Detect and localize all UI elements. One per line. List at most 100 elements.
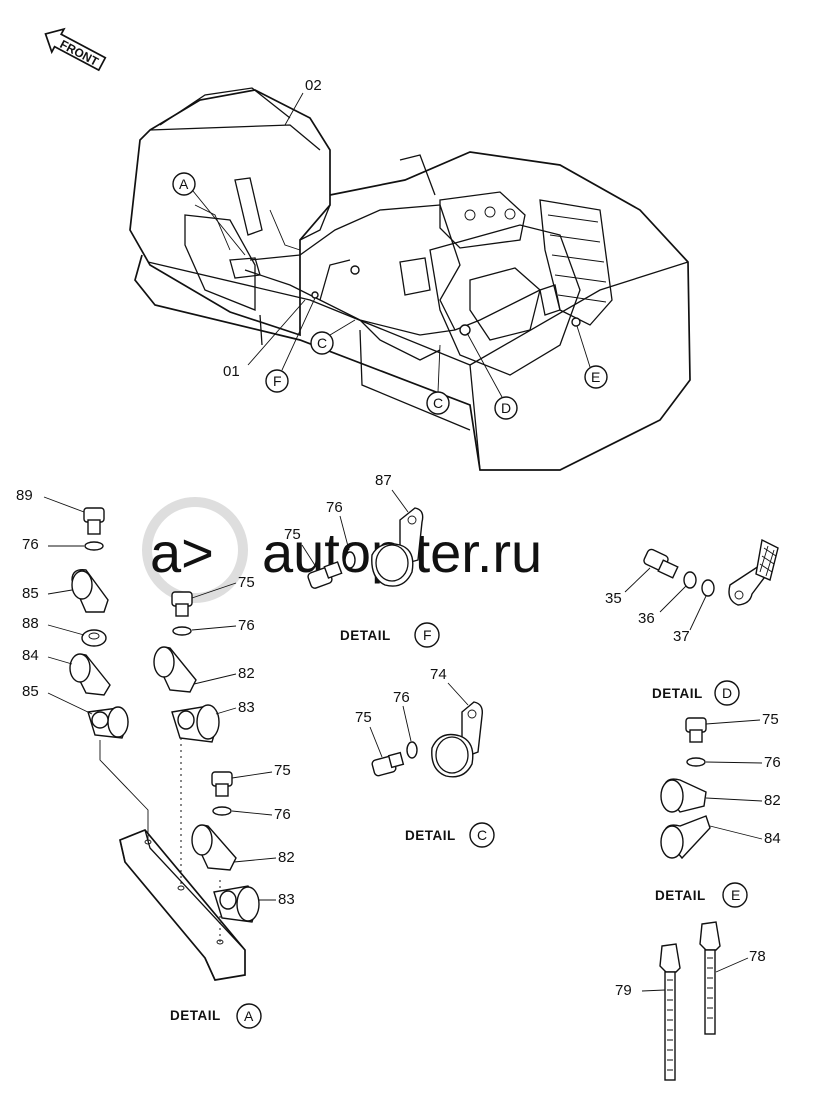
label-75-e: 75 <box>762 711 779 728</box>
svg-text:C: C <box>317 335 327 351</box>
detail-a-circle <box>236 1003 262 1029</box>
label-36: 36 <box>638 610 655 627</box>
detail-e-title: DETAIL <box>655 888 706 903</box>
front-label: FRONT <box>58 37 102 69</box>
label-75-f: 75 <box>284 526 301 543</box>
washer-36 <box>683 571 697 589</box>
detail-c-title: DETAIL <box>405 828 456 843</box>
label-76-a1: 76 <box>22 536 39 553</box>
washer-76-a1 <box>84 541 104 551</box>
clamp-83-a1 <box>171 704 220 743</box>
bolt-75-a2 <box>211 771 233 797</box>
relay-box <box>439 191 526 249</box>
marker-c-overview-2: C <box>426 344 450 415</box>
washer-76-c <box>406 741 418 759</box>
clamp-82-a2 <box>191 824 237 871</box>
engine-block <box>429 224 581 376</box>
detail-d-letter: D <box>722 685 732 701</box>
label-75-a2: 75 <box>274 762 291 779</box>
detail-c-circle <box>469 822 495 848</box>
clamp-84-a <box>69 653 111 696</box>
nut-88 <box>81 629 107 647</box>
washer-76-a3 <box>212 806 232 816</box>
label-37: 37 <box>673 628 690 645</box>
washer-76-e <box>686 757 706 767</box>
radiator <box>539 199 613 326</box>
callout-main-harness: 01 <box>223 363 240 380</box>
label-82-a2: 82 <box>278 849 295 866</box>
washer-76-f <box>344 551 356 569</box>
detail-d: 35 36 37 DETAIL D <box>605 538 779 706</box>
marker-c-overview-1: C <box>310 319 356 355</box>
label-83-a1: 83 <box>238 699 255 716</box>
washer-76-a2 <box>172 626 192 636</box>
detail-e-letter: E <box>731 887 740 903</box>
label-85-lower: 85 <box>22 683 39 700</box>
label-89: 89 <box>16 487 33 504</box>
bolt-75-e <box>685 717 707 743</box>
clamp-82-a1 <box>153 646 197 693</box>
watermark-logo: a> <box>150 521 214 584</box>
callout-cab: 02 <box>305 77 322 94</box>
front-arrow: FRONT <box>44 27 107 72</box>
label-76-a3: 76 <box>274 806 291 823</box>
label-35: 35 <box>605 590 622 607</box>
clamp-85-lower <box>87 706 129 739</box>
ring-terminal <box>728 538 779 606</box>
bolt-75-f <box>307 561 343 589</box>
detail-a-letter: A <box>244 1008 254 1024</box>
detail-c: 75 76 74 DETAIL C <box>355 666 495 848</box>
label-82-e: 82 <box>764 792 781 809</box>
cable-ties: 78 79 <box>615 921 766 1081</box>
cable-tie-79 <box>659 943 681 1081</box>
marker-e-overview: E <box>576 325 608 389</box>
label-84-a: 84 <box>22 647 39 664</box>
upper-structure-outline <box>134 151 691 471</box>
svg-text:A: A <box>179 176 189 192</box>
clamp-84-e <box>660 815 711 860</box>
machine-overview <box>129 87 691 471</box>
label-84-e: 84 <box>764 830 781 847</box>
detail-e: 75 76 82 84 DETAIL E <box>655 711 781 908</box>
label-76-c: 76 <box>393 689 410 706</box>
label-75-a1: 75 <box>238 574 255 591</box>
label-79: 79 <box>615 982 632 999</box>
watermark: a> autopiter.ru <box>142 497 542 603</box>
label-74: 74 <box>430 666 447 683</box>
label-75-c: 75 <box>355 709 372 726</box>
label-76-f: 76 <box>326 499 343 516</box>
cable-tie-78 <box>699 921 721 1035</box>
label-87: 87 <box>375 472 392 489</box>
clamp-83-a2 <box>213 885 260 923</box>
svg-text:F: F <box>273 373 282 389</box>
detail-d-circle <box>714 680 740 706</box>
detail-c-letter: C <box>477 827 487 843</box>
washer-37 <box>701 579 715 597</box>
clamp-85-upper <box>71 569 109 613</box>
detail-f-title: DETAIL <box>340 628 391 643</box>
bolt-35 <box>643 548 679 579</box>
svg-text:C: C <box>433 395 443 411</box>
main-harness <box>249 204 441 261</box>
detail-e-circle <box>722 882 748 908</box>
label-88: 88 <box>22 615 39 632</box>
bolt-89 <box>83 507 105 535</box>
label-76-e: 76 <box>764 754 781 771</box>
detail-a: 89 76 85 88 84 85 75 76 82 83 75 76 82 8… <box>16 487 295 1029</box>
detail-f-circle <box>414 622 440 648</box>
label-76-a2: 76 <box>238 617 255 634</box>
detail-a-title: DETAIL <box>170 1008 221 1023</box>
bolt-75-c <box>371 751 405 777</box>
svg-text:E: E <box>591 369 600 385</box>
clamp-74 <box>431 701 484 778</box>
label-78: 78 <box>749 948 766 965</box>
detail-f-letter: F <box>423 627 432 643</box>
marker-f-overview: F <box>265 297 316 393</box>
marker-d-overview: D <box>466 332 518 420</box>
svg-text:D: D <box>501 400 511 416</box>
overview-callouts: 02 01 A C C D E F <box>172 77 608 420</box>
detail-f: 75 76 87 DETAIL F <box>284 472 440 648</box>
bracket-plate <box>119 828 246 981</box>
marker-a-overview: A <box>172 172 246 256</box>
